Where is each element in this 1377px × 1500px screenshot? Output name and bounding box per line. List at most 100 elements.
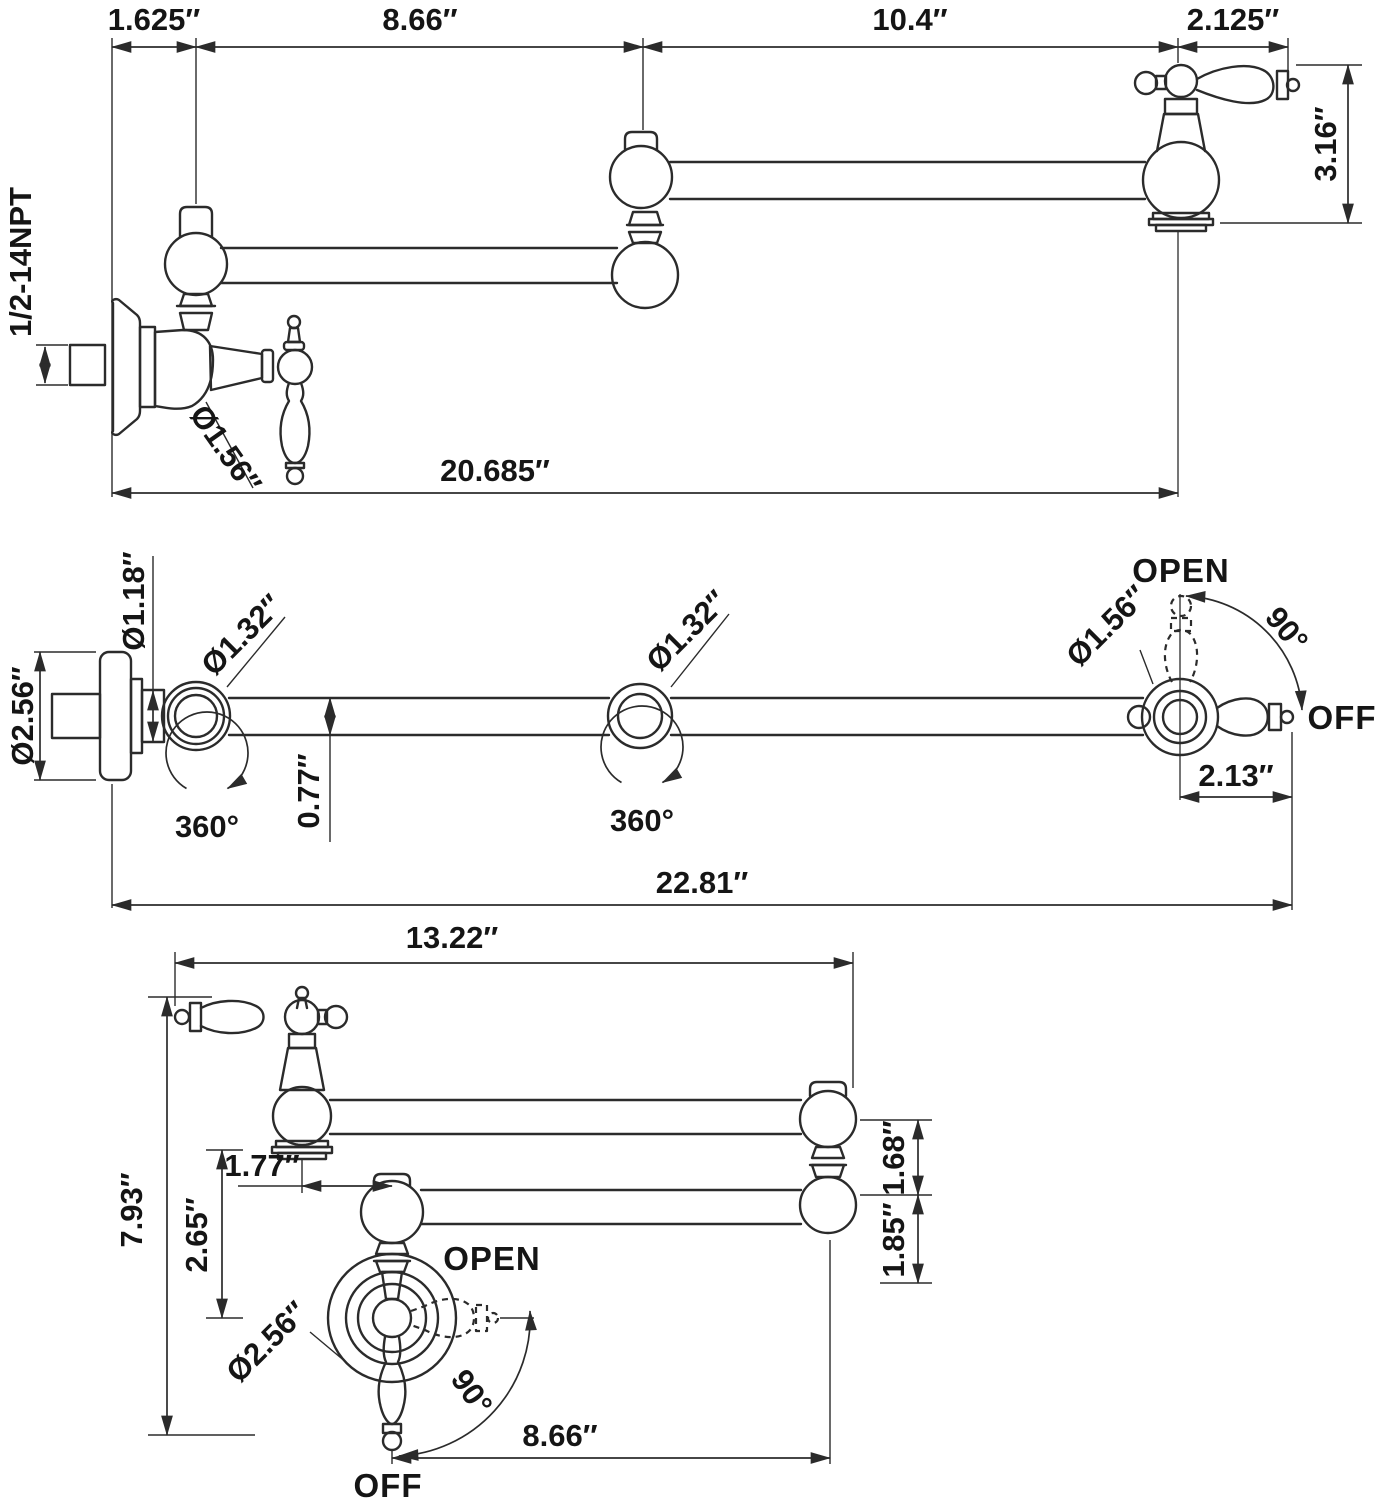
- open-lever-rings-ghost: [1169, 616, 1193, 633]
- leader-156-mid: [1139, 649, 1154, 685]
- valve-ring-inner: [1161, 698, 1199, 736]
- flange-step: [138, 325, 157, 409]
- valve-left-knob: [1126, 704, 1152, 730]
- rotation-arc-1: [165, 711, 249, 790]
- label-2281: 22.81″: [656, 865, 749, 900]
- b-knob-stem: [316, 1008, 329, 1026]
- b-lever-tip: [173, 1008, 191, 1026]
- wall-flange: [111, 298, 142, 436]
- open-lever-tip-ghost: [1169, 594, 1193, 618]
- swivel1-inner: [173, 693, 219, 739]
- b-knob-right: [323, 1004, 349, 1030]
- top-view-side-elevation: 1.625″ 8.66″ 10.4″ 2.125″ 3.16″ 1/2-14NP…: [3, 2, 1362, 500]
- handle-finial-cone: [286, 326, 302, 344]
- handle-lever: [279, 381, 311, 465]
- label-open-mid: OPEN: [1132, 552, 1230, 589]
- label-1-625: 1.625″: [108, 2, 201, 37]
- label-265: 2.65″: [179, 1197, 214, 1272]
- leader-256-bottom: [309, 1331, 348, 1364]
- joint2-lower-ball: [610, 240, 680, 310]
- swivel2-inner: [616, 692, 664, 740]
- label-10-4: 10.4″: [872, 2, 947, 37]
- arc-90-bottom: [398, 1310, 537, 1461]
- label-20-685: 20.685″: [440, 453, 550, 488]
- faucet-side-profile: Ø1.56″: [68, 63, 1301, 500]
- b-knuckle-flare2: [810, 1163, 846, 1179]
- label-off-mid: OFF: [1308, 699, 1377, 736]
- label-90-mid: 90°: [1258, 600, 1315, 658]
- bottom-view-folded: 13.22″: [114, 920, 932, 1500]
- knob-left-ball: [1133, 70, 1159, 96]
- rotation-arc-2: [600, 705, 684, 784]
- label-793: 7.93″: [114, 1172, 149, 1247]
- valve-cone: [208, 344, 264, 392]
- joint2-cap: [623, 130, 659, 152]
- leader-d156: [205, 401, 254, 489]
- spout-ball: [1141, 140, 1221, 220]
- bottom-spout-assembly: [173, 985, 349, 1161]
- label-132a: Ø1.32″: [194, 587, 289, 682]
- label-1322: 13.22″: [406, 920, 499, 955]
- b-taper: [278, 1046, 326, 1092]
- handle-finial: [286, 314, 302, 330]
- b-joint-ball: [359, 1179, 425, 1245]
- label-360b: 360°: [610, 803, 674, 838]
- b-valve-flare1: [374, 1241, 410, 1256]
- label-256-bottom: Ø2.56″: [219, 1294, 314, 1389]
- middle-view-plan: Ø2.56″ Ø1.18″ Ø1.32″ Ø1.32″ 0.77″ 360° 3…: [5, 551, 1377, 911]
- swivel2-outer: [606, 682, 674, 750]
- swivel1-mid: [166, 686, 226, 746]
- label-168: 1.68″: [876, 1120, 911, 1195]
- b-lever-rings: [188, 1001, 203, 1033]
- b-cross-ball: [283, 998, 321, 1036]
- b-knuckle-flare1: [810, 1145, 846, 1160]
- off-lever-tip: [1279, 709, 1295, 725]
- b-knuckle-upper-ball: [798, 1089, 858, 1149]
- b-open-rings-ghost: [474, 1303, 489, 1333]
- joint1-neck: [178, 292, 214, 308]
- plan-nipple: [50, 692, 102, 740]
- label-213: 2.13″: [1198, 758, 1273, 793]
- open-lever-ghost: [1163, 628, 1199, 683]
- aerator-ring3: [1154, 223, 1208, 233]
- joint1-cap: [178, 205, 214, 239]
- b-valve-flare2: [374, 1259, 410, 1274]
- joint1-ball: [163, 231, 229, 297]
- handle-collar: [282, 340, 306, 352]
- swivel1-outer: [160, 680, 232, 752]
- handle-pivot-ball: [276, 348, 314, 386]
- label-3-16: 3.16″: [1308, 106, 1343, 181]
- label-d156-top: Ø1.56″: [183, 398, 269, 500]
- joint2-flare-low: [627, 230, 663, 245]
- b-knuckle-cap: [808, 1080, 848, 1098]
- label-156-mid: Ø1.56″: [1059, 578, 1154, 673]
- label-90-bottom: 90°: [444, 1363, 500, 1421]
- cross-knob-ball: [1163, 63, 1199, 99]
- label-256-mid: Ø2.56″: [5, 666, 40, 765]
- b-open-lever-ghost: [410, 1297, 476, 1339]
- b-off-tip: [381, 1430, 403, 1452]
- leader-132a: [226, 616, 286, 688]
- label-360a: 360°: [175, 809, 239, 844]
- b-pivot-ball: [371, 1297, 413, 1339]
- b-joint-cap: [372, 1172, 412, 1188]
- label-077: 0.77″: [291, 753, 326, 828]
- b-finial-cone: [295, 996, 309, 1010]
- spout-collar: [1163, 97, 1199, 116]
- valve-ring-mid: [1152, 689, 1208, 745]
- label-866-bottom: 8.66″: [522, 1418, 597, 1453]
- supply-nipple: [68, 343, 107, 387]
- leader-132b: [670, 613, 730, 688]
- b-open-tip-ghost: [486, 1311, 500, 1325]
- b-collar: [287, 1032, 317, 1050]
- valve-body: [153, 328, 215, 410]
- off-lever-rings: [1267, 702, 1283, 732]
- plan-flange: [98, 650, 133, 782]
- off-lever: [1215, 697, 1269, 737]
- label-185: 1.85″: [876, 1202, 911, 1277]
- label-2-125: 2.125″: [1187, 2, 1280, 37]
- handle-tip-ball: [285, 466, 305, 486]
- label-118: Ø1.18″: [116, 551, 151, 650]
